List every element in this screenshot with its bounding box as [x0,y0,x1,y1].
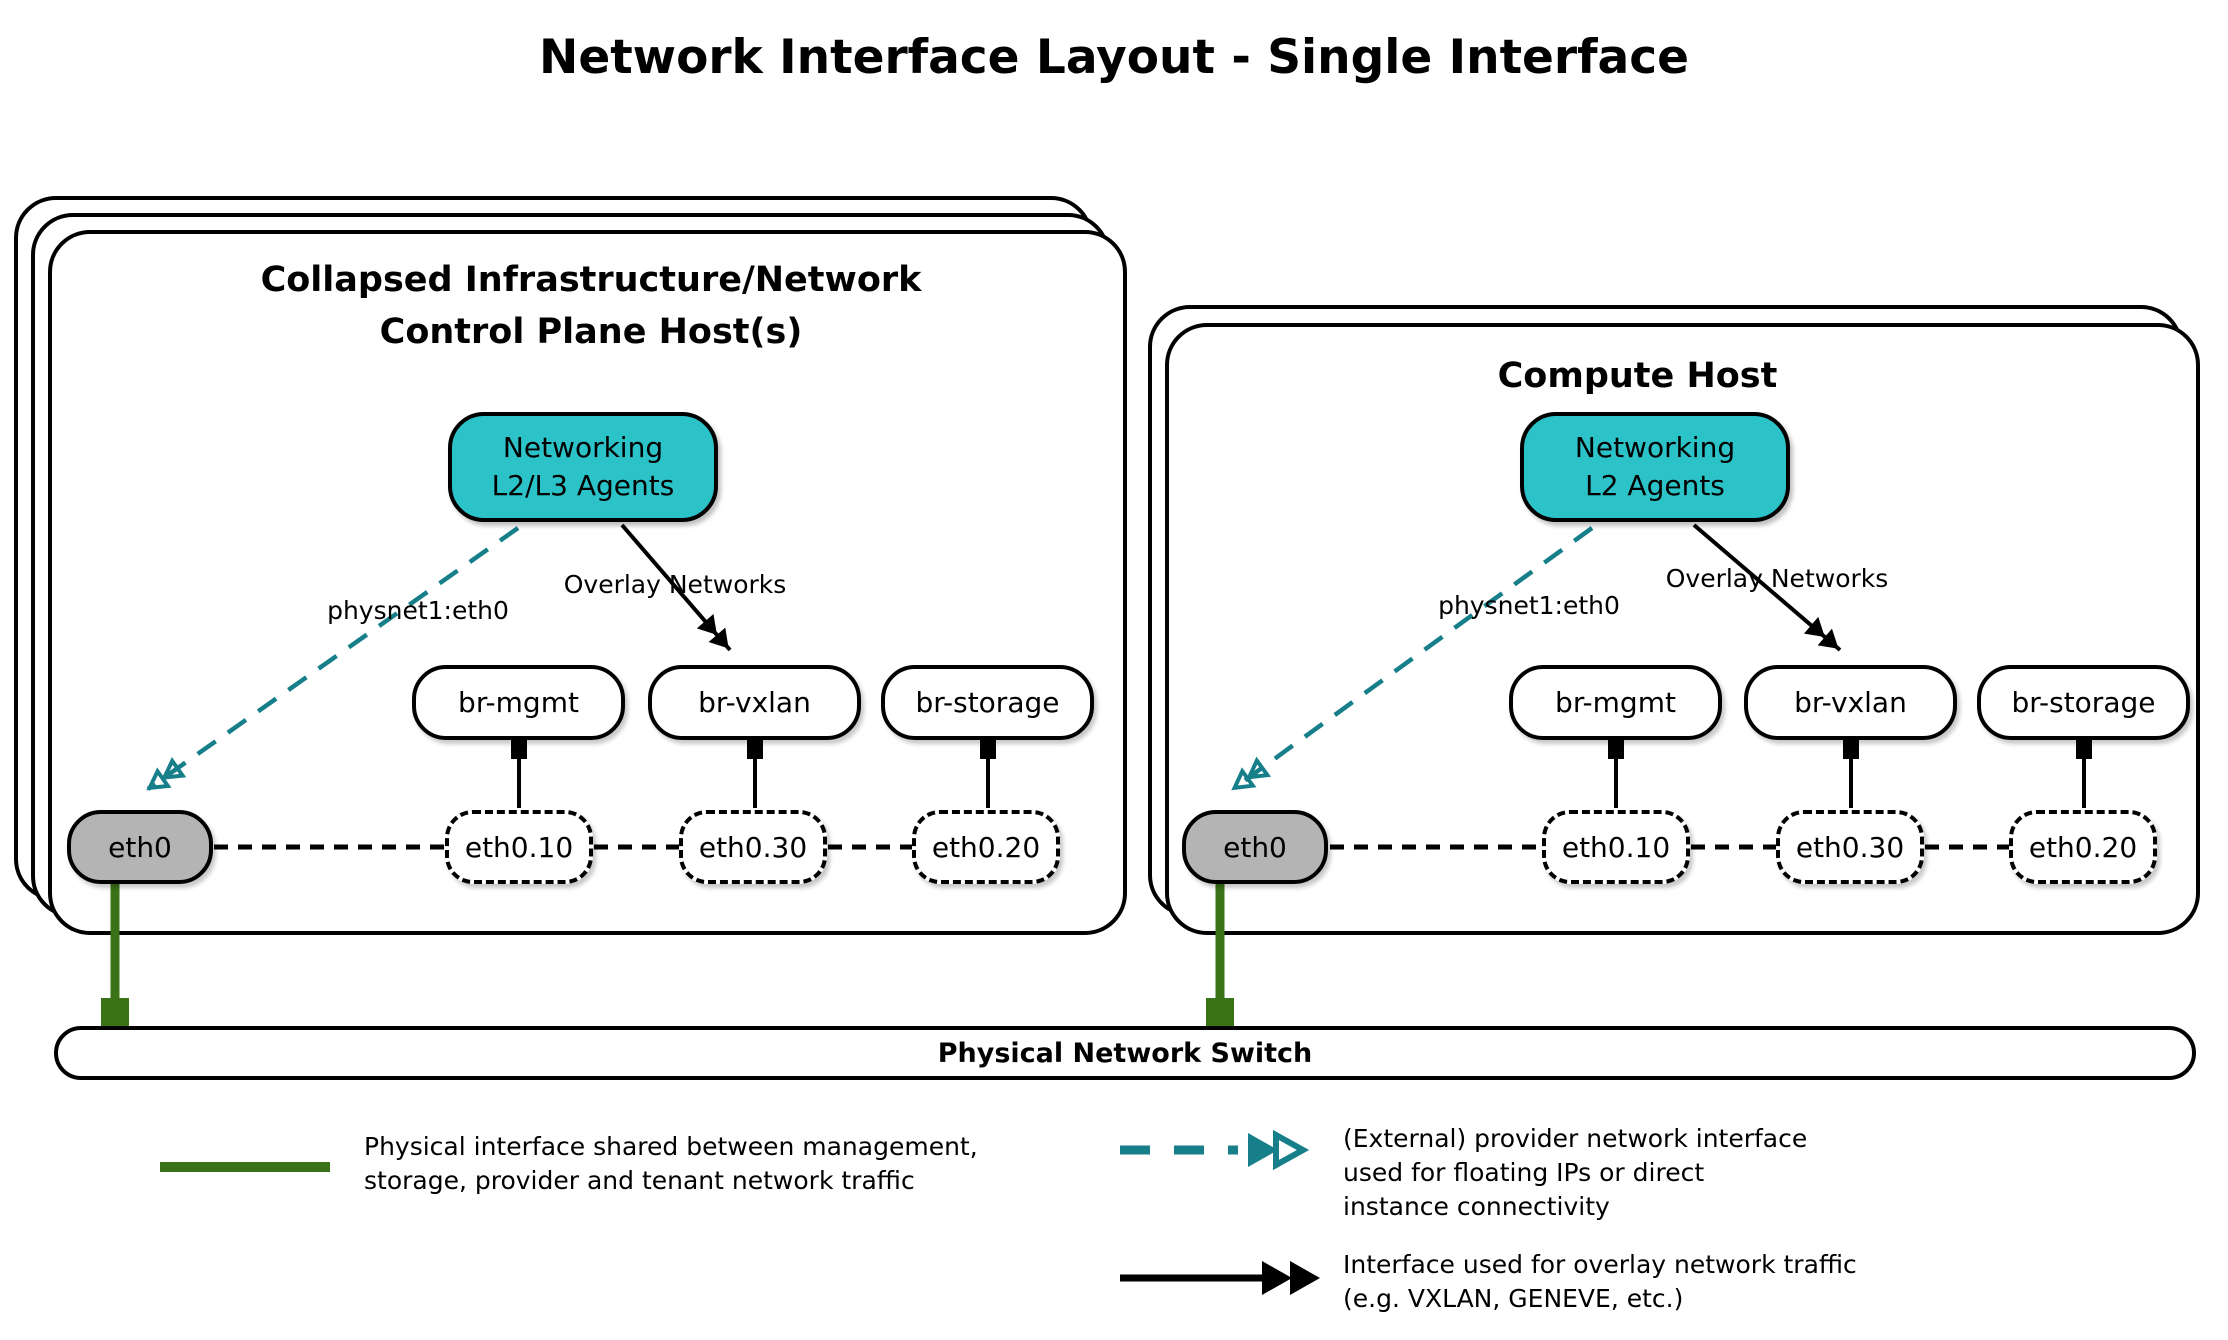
legend-physical-line1: Physical interface shared between manage… [364,1132,978,1161]
left-eth0-20-node: eth0.20 [912,810,1060,884]
left-agent-label-line1: Networking [502,431,664,464]
right-networking-agents-node: Networking L2 Agents [1520,412,1790,522]
left-host-connections [101,523,996,1026]
physical-network-switch-bar: Physical Network Switch [54,1026,2196,1080]
right-br-mgmt-node: br-mgmt [1509,665,1722,740]
left-br-vxlan-node: br-vxlan [648,665,861,740]
legend-black-arrow-symbol [1120,1261,1320,1295]
right-br-storage-node: br-storage [1977,665,2190,740]
legend-teal-arrow-symbol [1120,1129,1310,1171]
left-provider-network-label: physnet1:eth0 [327,596,509,625]
left-eth0-30-node: eth0.30 [679,810,827,884]
compute-host-title-line1: Compute Host [1497,356,1778,396]
control-plane-host-title-line1: Collapsed Infrastructure/Network [260,260,922,300]
left-eth0-10-node: eth0.10 [445,810,593,884]
legend-item-physical-interface: Physical interface shared between manage… [364,1130,978,1198]
legend-overlay-line1: Interface used for overlay network traff… [1343,1250,1857,1279]
right-eth0-node: eth0 [1182,810,1328,884]
right-br-vxlan-node: br-vxlan [1744,665,1957,740]
legend-provider-line3: instance connectivity [1343,1192,1610,1221]
legend-physical-line2: storage, provider and tenant network tra… [364,1166,915,1195]
left-networking-agents-node: Networking L2/L3 Agents [448,412,718,522]
left-br-storage-node: br-storage [881,665,1094,740]
right-provider-network-label: physnet1:eth0 [1438,591,1620,620]
legend-item-provider-interface: (External) provider network interface us… [1343,1122,1807,1224]
right-agent-label-line2: L2 Agents [1585,469,1725,502]
right-eth0-30-node: eth0.30 [1776,810,1924,884]
legend-item-overlay-interface: Interface used for overlay network traff… [1343,1248,1857,1316]
legend-overlay-line2: (e.g. VXLAN, GENEVE, etc.) [1343,1284,1684,1313]
legend-provider-line1: (External) provider network interface [1343,1124,1808,1153]
left-eth0-node: eth0 [67,810,213,884]
right-eth0-10-node: eth0.10 [1542,810,1690,884]
left-br-mgmt-node: br-mgmt [412,665,625,740]
right-host-connections [1206,523,2092,1026]
compute-host-title: Compute Host [1120,350,2155,402]
legend-provider-line2: used for floating IPs or direct [1343,1158,1705,1187]
diagram-title: Network Interface Layout - Single Interf… [538,30,1689,85]
right-agent-label-line1: Networking [1574,431,1736,464]
right-eth0-20-node: eth0.20 [2009,810,2157,884]
left-overlay-networks-label: Overlay Networks [563,570,787,599]
left-agent-label-line2: L2/L3 Agents [491,469,675,502]
physical-network-switch-label: Physical Network Switch [937,1037,1313,1069]
control-plane-host-title-line2: Control Plane Host(s) [379,312,803,352]
right-overlay-networks-label: Overlay Networks [1665,564,1889,593]
control-plane-host-title: Collapsed Infrastructure/Network Control… [98,254,1084,358]
